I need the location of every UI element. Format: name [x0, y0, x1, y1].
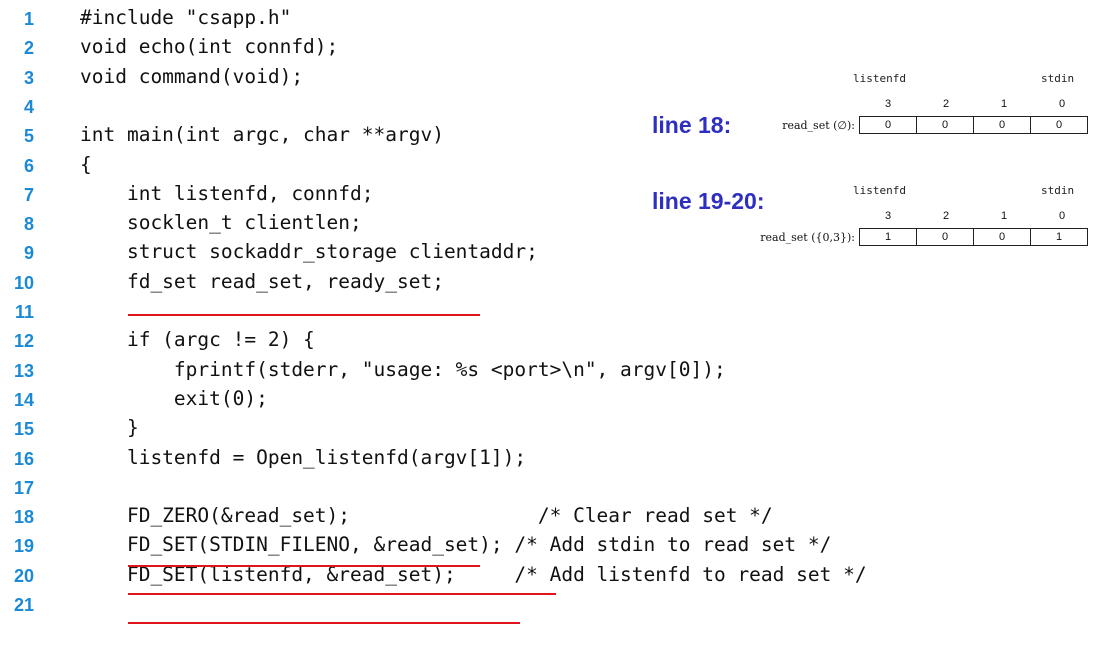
line-number: 13	[13, 360, 34, 381]
line-number: 6	[23, 155, 34, 176]
red-underline	[128, 622, 520, 624]
line-number: 18	[13, 507, 34, 528]
bit-index-label: 0	[1058, 98, 1066, 110]
bit-index-label: 3	[884, 210, 892, 222]
code-line: struct sockaddr_storage clientaddr;	[80, 240, 538, 264]
line-number: 7	[23, 184, 34, 205]
line-number: 17	[13, 477, 34, 498]
bit-cell: 0	[1030, 116, 1088, 134]
line-number: 4	[23, 96, 34, 117]
bit-cell: 0	[973, 116, 1031, 134]
bit-cell: 0	[973, 228, 1031, 246]
code-line: FD_SET(STDIN_FILENO, &read_set); /* Add …	[80, 533, 832, 557]
code-line: int main(int argc, char **argv)	[80, 123, 444, 147]
bit-index-label: 1	[1000, 98, 1008, 110]
line-number: 15	[13, 419, 34, 440]
bit-index-label: 0	[1058, 210, 1066, 222]
line-number: 3	[23, 67, 34, 88]
code-line: void command(void);	[80, 64, 304, 88]
code-line: int listenfd, connfd;	[80, 181, 374, 205]
listenfd-label: listenfd	[853, 184, 906, 197]
bit-cell: 0	[859, 116, 917, 134]
line-number: 16	[13, 448, 34, 469]
line-number: 1	[23, 9, 34, 29]
line-number: 14	[13, 389, 34, 410]
stdin-label: stdin	[1041, 184, 1075, 197]
code-line: void echo(int connfd);	[80, 35, 339, 59]
read-set-label: read_set (∅):	[782, 119, 855, 132]
line-number: 20	[13, 565, 34, 586]
diagram-annotation: line 18:	[652, 112, 732, 138]
bit-cell: 1	[1030, 228, 1088, 246]
listenfd-label: listenfd	[853, 72, 906, 85]
bit-index-label: 2	[942, 98, 950, 110]
red-underline	[128, 314, 480, 316]
code-line: FD_ZERO(&read_set); /* Clear read set */	[80, 504, 773, 528]
code-line: socklen_t clientlen;	[80, 211, 362, 235]
code-line: }	[80, 416, 139, 440]
red-underline	[128, 593, 556, 595]
line-number: 5	[23, 126, 34, 147]
line-number: 9	[23, 243, 34, 264]
read-set-label: read_set ({0,3}):	[760, 231, 855, 244]
line-number: 21	[13, 595, 34, 615]
code-line: fprintf(stderr, "usage: %s <port>\n", ar…	[80, 357, 726, 381]
stdin-label: stdin	[1041, 72, 1075, 85]
code-line: exit(0);	[80, 386, 268, 410]
line-number: 10	[13, 272, 34, 293]
red-underline	[128, 565, 480, 567]
bit-index-label: 1	[1000, 210, 1008, 222]
bit-cell: 1	[859, 228, 917, 246]
code-line: fd_set read_set, ready_set;	[80, 269, 444, 293]
line-number: 12	[13, 331, 34, 352]
diagram-annotation: line 19-20:	[652, 188, 765, 214]
line-number: 8	[23, 214, 34, 235]
line-number: 19	[13, 536, 34, 557]
line-number: 11	[14, 302, 34, 322]
bit-cell: 0	[916, 116, 974, 134]
code-line: listenfd = Open_listenfd(argv[1]);	[80, 445, 527, 469]
bit-cell: 0	[916, 228, 974, 246]
bit-index-label: 2	[942, 210, 950, 222]
bit-index-label: 3	[884, 98, 892, 110]
code-line: {	[80, 152, 92, 176]
line-number: 2	[23, 38, 34, 59]
code-line: if (argc != 2) {	[80, 328, 315, 352]
code-line: FD_SET(listenfd, &read_set); /* Add list…	[80, 562, 867, 586]
code-line: #include "csapp.h"	[80, 6, 292, 29]
